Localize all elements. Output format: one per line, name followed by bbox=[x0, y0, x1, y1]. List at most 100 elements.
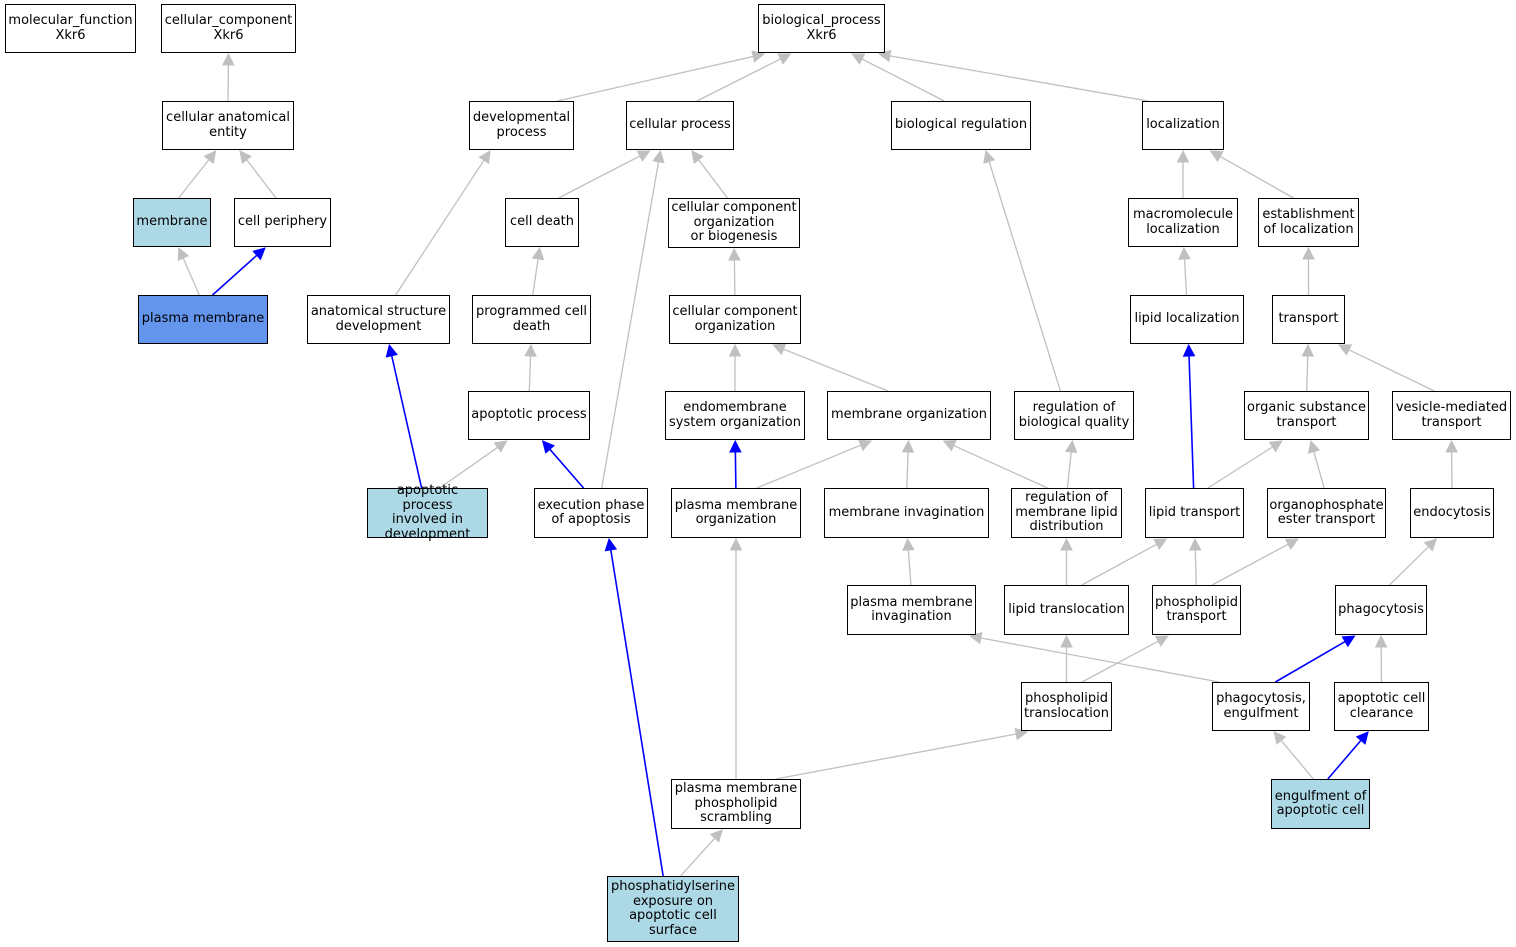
arrowhead-engulfment_apoptotic_cell-to-apoptotic_cell_clearance bbox=[1355, 731, 1369, 745]
edge-developmental_process-to-bp_root bbox=[557, 55, 754, 102]
arrowhead-cc_organization-to-cc_org_biogenesis bbox=[728, 247, 741, 261]
edge-phospholipid_transport-to-lipid_transport bbox=[1194, 549, 1197, 586]
edge-cell_periphery-to-cell_anat_entity bbox=[246, 159, 277, 199]
node-phagocytosis-engulfment: phagocytosis, engulfment bbox=[1212, 682, 1310, 731]
node-plasma-membrane-organization: plasma membrane organization bbox=[671, 488, 801, 538]
arrowhead-lipid_localization-to-macromolecule_localization bbox=[1178, 246, 1191, 260]
arrowhead-phagocytosis_engulfment-to-phagocytosis bbox=[1341, 635, 1356, 648]
edge-membrane_org-to-cc_organization bbox=[783, 348, 889, 392]
arrowhead-membrane_org-to-cc_organization bbox=[772, 343, 787, 356]
node-cellular-component-root: cellular_component Xkr6 bbox=[161, 4, 296, 53]
edge-vesicle_mediated_transport-to-transport bbox=[1348, 349, 1435, 392]
node-molecular-function-root: molecular_function Xkr6 bbox=[5, 4, 136, 53]
edge-ps_exposure-to-execution_phase bbox=[609, 549, 664, 877]
edge-engulfment_apoptotic_cell-to-phagocytosis_engulfment bbox=[1280, 740, 1314, 780]
node-organophosphate-ester-transport: organophosphate ester transport bbox=[1267, 488, 1386, 538]
edge-lipid_transport-to-lipid_localization bbox=[1188, 355, 1195, 489]
arrowhead-lipid_translocation-to-lipid_transport bbox=[1153, 538, 1168, 551]
arrowhead-cc_org_biogenesis-to-cellular_process bbox=[691, 150, 704, 164]
arrowhead-establishment_localization-to-localization bbox=[1209, 150, 1224, 163]
node-apoptotic-process-involved-in-development: apoptotic process involved in developmen… bbox=[367, 483, 488, 541]
node-organic-substance-transport: organic substance transport bbox=[1244, 391, 1369, 440]
arrowhead-regulation_lipid_dist-to-regulation_bio_quality bbox=[1064, 439, 1078, 454]
edge-cc_org_biogenesis-to-cellular_process bbox=[698, 159, 729, 199]
arrowhead-transport-to-establishment_localization bbox=[1302, 246, 1315, 260]
edge-pm_phospholipid_scrambling-to-phospholipid_translocation bbox=[775, 733, 1017, 780]
node-regulation-of-membrane-lipid-distribution: regulation of membrane lipid distributio… bbox=[1011, 488, 1122, 538]
arrowhead-phospholipid_translocation-to-phospholipid_transport bbox=[1154, 635, 1169, 647]
node-endomembrane-system-organization: endomembrane system organization bbox=[665, 391, 805, 440]
edge-apoptotic_in_development-to-anatomical_structure_dev bbox=[390, 355, 423, 489]
node-localization: localization bbox=[1142, 101, 1224, 150]
node-apoptotic-process: apoptotic process bbox=[468, 391, 590, 440]
arrowhead-regulation_bio_quality-to-biological_regulation bbox=[983, 149, 996, 164]
node-phosphatidylserine-exposure: phosphatidylserine exposure on apoptotic… bbox=[607, 876, 739, 942]
node-cell-periphery: cell periphery bbox=[234, 198, 331, 247]
node-execution-phase-of-apoptosis: execution phase of apoptosis bbox=[534, 488, 648, 538]
edge-cell_death-to-cellular_process bbox=[558, 155, 641, 199]
edge-anatomical_structure_dev-to-developmental_process bbox=[395, 159, 485, 296]
edge-phospholipid_translocation-to-phospholipid_transport bbox=[1081, 640, 1159, 683]
arrowhead-ps_exposure-to-execution_phase bbox=[604, 537, 618, 552]
arrowhead-plasma_membrane-to-cell_periphery bbox=[252, 247, 266, 261]
edge-lipid_translocation-to-lipid_transport bbox=[1081, 543, 1157, 586]
edge-cellular_process-to-bp_root bbox=[696, 58, 781, 102]
edge-plasma_membrane-to-cell_periphery bbox=[212, 254, 258, 296]
edge-cc_organization-to-cc_org_biogenesis bbox=[733, 259, 736, 296]
node-regulation-of-biological-quality: regulation of biological quality bbox=[1014, 391, 1134, 440]
node-cellular-anatomical-entity: cellular anatomical entity bbox=[162, 101, 294, 150]
edge-phagocytosis_engulfment-to-phagocytosis bbox=[1274, 640, 1346, 683]
node-membrane-invagination: membrane invagination bbox=[824, 488, 989, 538]
arrowhead-vesicle_mediated_transport-to-transport bbox=[1337, 344, 1353, 356]
edge-regulation_lipid_dist-to-regulation_bio_quality bbox=[1066, 451, 1072, 489]
arrowhead-pm_invagination-to-membrane_invagination bbox=[902, 537, 915, 551]
arrowhead-phospholipid_transport-to-organophosphate_transport bbox=[1284, 538, 1299, 550]
edge-apoptotic_in_development-to-apoptotic_process bbox=[439, 446, 499, 489]
edge-execution_phase-to-cellular_process bbox=[601, 161, 660, 489]
node-membrane: membrane bbox=[133, 198, 211, 247]
node-vesicle-mediated-transport: vesicle-mediated transport bbox=[1392, 391, 1511, 440]
edge-lipid_transport-to-organic_substance_transport bbox=[1207, 446, 1273, 489]
node-biological-process-root: biological_process Xkr6 bbox=[758, 4, 885, 53]
edge-phospholipid_transport-to-organophosphate_transport bbox=[1211, 543, 1289, 586]
node-biological-regulation: biological regulation bbox=[891, 101, 1031, 150]
edge-plasma_membrane-to-membrane bbox=[182, 257, 200, 296]
node-plasma-membrane-invagination: plasma membrane invagination bbox=[847, 585, 976, 635]
arrowhead-biological_regulation-to-bp_root bbox=[851, 53, 866, 65]
arrowhead-pm_organization-to-membrane_org bbox=[857, 439, 872, 452]
arrowhead-organophosphate_transport-to-organic_substance_transport bbox=[1307, 439, 1321, 454]
node-lipid-translocation: lipid translocation bbox=[1004, 585, 1129, 635]
node-apoptotic-cell-clearance: apoptotic cell clearance bbox=[1334, 682, 1429, 731]
edge-lipid_localization-to-macromolecule_localization bbox=[1183, 258, 1188, 296]
node-cellular-component-organization-or-biogenesis: cellular component organization or bioge… bbox=[668, 198, 800, 248]
arrowhead-apoptotic_in_development-to-anatomical_structure_dev bbox=[385, 343, 398, 358]
arrowhead-engulfment_apoptotic_cell-to-phagocytosis_engulfment bbox=[1273, 731, 1287, 745]
arrowhead-cell_death-to-cellular_process bbox=[636, 150, 651, 162]
node-programmed-cell-death: programmed cell death bbox=[472, 295, 591, 344]
edge-regulation_bio_quality-to-biological_regulation bbox=[988, 161, 1062, 392]
arrowhead-cell_periphery-to-cell_anat_entity bbox=[239, 150, 252, 164]
node-lipid-localization: lipid localization bbox=[1130, 295, 1244, 344]
arrowhead-apoptotic_process-to-programmed_cell_death bbox=[524, 343, 537, 357]
edge-pm_organization-to-endomembrane_org bbox=[734, 451, 737, 489]
arrowhead-endocytosis-to-vesicle_mediated_transport bbox=[1445, 439, 1458, 453]
arrowhead-apoptotic_in_development-to-apoptotic_process bbox=[493, 440, 508, 453]
arrowhead-pm_organization-to-endomembrane_org bbox=[729, 439, 742, 453]
edge-biological_regulation-to-bp_root bbox=[861, 58, 945, 102]
arrowhead-plasma_membrane-to-membrane bbox=[177, 246, 190, 262]
node-cellular-process: cellular process bbox=[626, 101, 734, 150]
edge-pm_invagination-to-membrane_invagination bbox=[907, 549, 912, 586]
arrowhead-lipid_translocation-to-regulation_lipid_dist bbox=[1060, 537, 1073, 551]
edge-programmed_cell_death-to-cell_death bbox=[532, 258, 539, 296]
arrowhead-pm_phospholipid_scrambling-to-pm_organization bbox=[729, 537, 743, 551]
arrowhead-phospholipid_transport-to-lipid_transport bbox=[1188, 537, 1202, 551]
arrowhead-apoptotic_cell_clearance-to-phagocytosis bbox=[1374, 634, 1388, 648]
arrowhead-execution_phase-to-cellular_process bbox=[652, 149, 665, 164]
node-membrane-organization: membrane organization bbox=[827, 391, 991, 440]
node-engulfment-of-apoptotic-cell: engulfment of apoptotic cell bbox=[1271, 779, 1370, 829]
node-phospholipid-transport: phospholipid transport bbox=[1152, 585, 1241, 635]
node-lipid-transport: lipid transport bbox=[1145, 488, 1244, 538]
node-plasma-membrane-phospholipid-scrambling: plasma membrane phospholipid scrambling bbox=[671, 779, 801, 829]
arrowhead-regulation_lipid_dist-to-membrane_org bbox=[942, 439, 957, 452]
